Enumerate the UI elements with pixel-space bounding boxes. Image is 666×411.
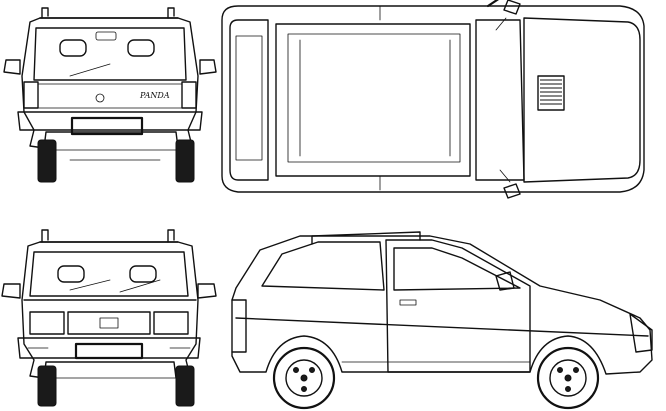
windshield — [29, 251, 189, 297]
front-number-plate — [74, 342, 144, 360]
front-right-tyre — [175, 365, 195, 407]
door-handle — [399, 299, 417, 306]
front-right-headrest — [129, 265, 157, 283]
side-body-outline — [231, 235, 653, 375]
left-mirror — [3, 59, 21, 75]
side-roof-rail — [311, 231, 421, 245]
rear-undercarriage — [55, 149, 177, 161]
front-left-mirror — [1, 283, 21, 299]
tailgate-lines — [37, 83, 183, 109]
rear-wheel-bolt — [293, 367, 299, 373]
left-headrest — [59, 39, 87, 57]
rear-number-plate — [70, 116, 144, 136]
top-view — [221, 0, 645, 199]
top-body-outline — [221, 5, 645, 193]
front-wheel-rim — [549, 359, 587, 397]
side-front-bumper — [629, 313, 653, 353]
right-mirror — [199, 59, 217, 75]
rear-view: PANDA — [3, 7, 217, 183]
rear-wheel-hub — [300, 374, 308, 382]
front-left-tyre — [37, 365, 57, 407]
front-wheel-bolt — [565, 386, 571, 392]
front-roof-rail-posts — [41, 229, 175, 243]
front-wheel-bolt — [557, 367, 563, 373]
rear-wiper — [69, 63, 111, 77]
right-headrest — [127, 39, 155, 57]
side-door-window — [393, 247, 521, 291]
top-tailgate — [229, 19, 269, 181]
side-rear-bumper — [231, 299, 247, 353]
rear-wheel-tyre — [272, 346, 336, 410]
front-bumper — [17, 337, 201, 359]
top-rear-glass — [235, 35, 263, 161]
front-wipers — [69, 279, 161, 293]
roof-rail-posts — [41, 7, 175, 19]
side-door — [385, 239, 531, 373]
top-wipers — [495, 17, 511, 183]
rear-right-tyre — [175, 139, 195, 183]
top-roof-rails — [299, 39, 451, 157]
hood-vent-slats — [540, 79, 562, 105]
top-mirror-left — [503, 0, 521, 15]
rear-left-tyre — [37, 139, 57, 183]
rear-bumper — [17, 111, 203, 131]
rear-wheel-rim — [285, 359, 323, 397]
front-grille — [67, 311, 151, 335]
rear-emblem — [95, 93, 105, 103]
side-rubbing-strip — [235, 317, 649, 337]
top-roof-inner — [287, 33, 461, 163]
front-left-headrest — [57, 265, 85, 283]
front-right-mirror — [197, 283, 217, 299]
front-emblem — [99, 317, 119, 329]
rear-badge: PANDA — [139, 91, 170, 100]
interior-mirror — [95, 31, 117, 41]
right-tail-light — [181, 81, 197, 109]
left-tail-light — [23, 81, 39, 109]
top-hood — [523, 17, 641, 183]
antenna — [486, 0, 499, 8]
top-mirror-right — [503, 183, 521, 199]
front-view — [1, 229, 217, 407]
rear-wheel-bolt — [301, 386, 307, 392]
rear-window — [33, 27, 187, 81]
right-headlight — [153, 311, 189, 335]
front-wheel-bolt — [573, 367, 579, 373]
rear-wheel-bolt — [309, 367, 315, 373]
front-wheel-hub — [564, 374, 572, 382]
top-roof-panel — [275, 23, 471, 177]
side-mirror — [495, 271, 515, 291]
side-rear-window — [261, 241, 385, 291]
rear-body-outline — [21, 17, 199, 149]
side-view — [231, 231, 653, 410]
hood-vent — [537, 75, 565, 111]
left-headlight — [29, 311, 65, 335]
top-windshield — [475, 19, 525, 181]
front-wheel-tyre — [536, 346, 600, 410]
